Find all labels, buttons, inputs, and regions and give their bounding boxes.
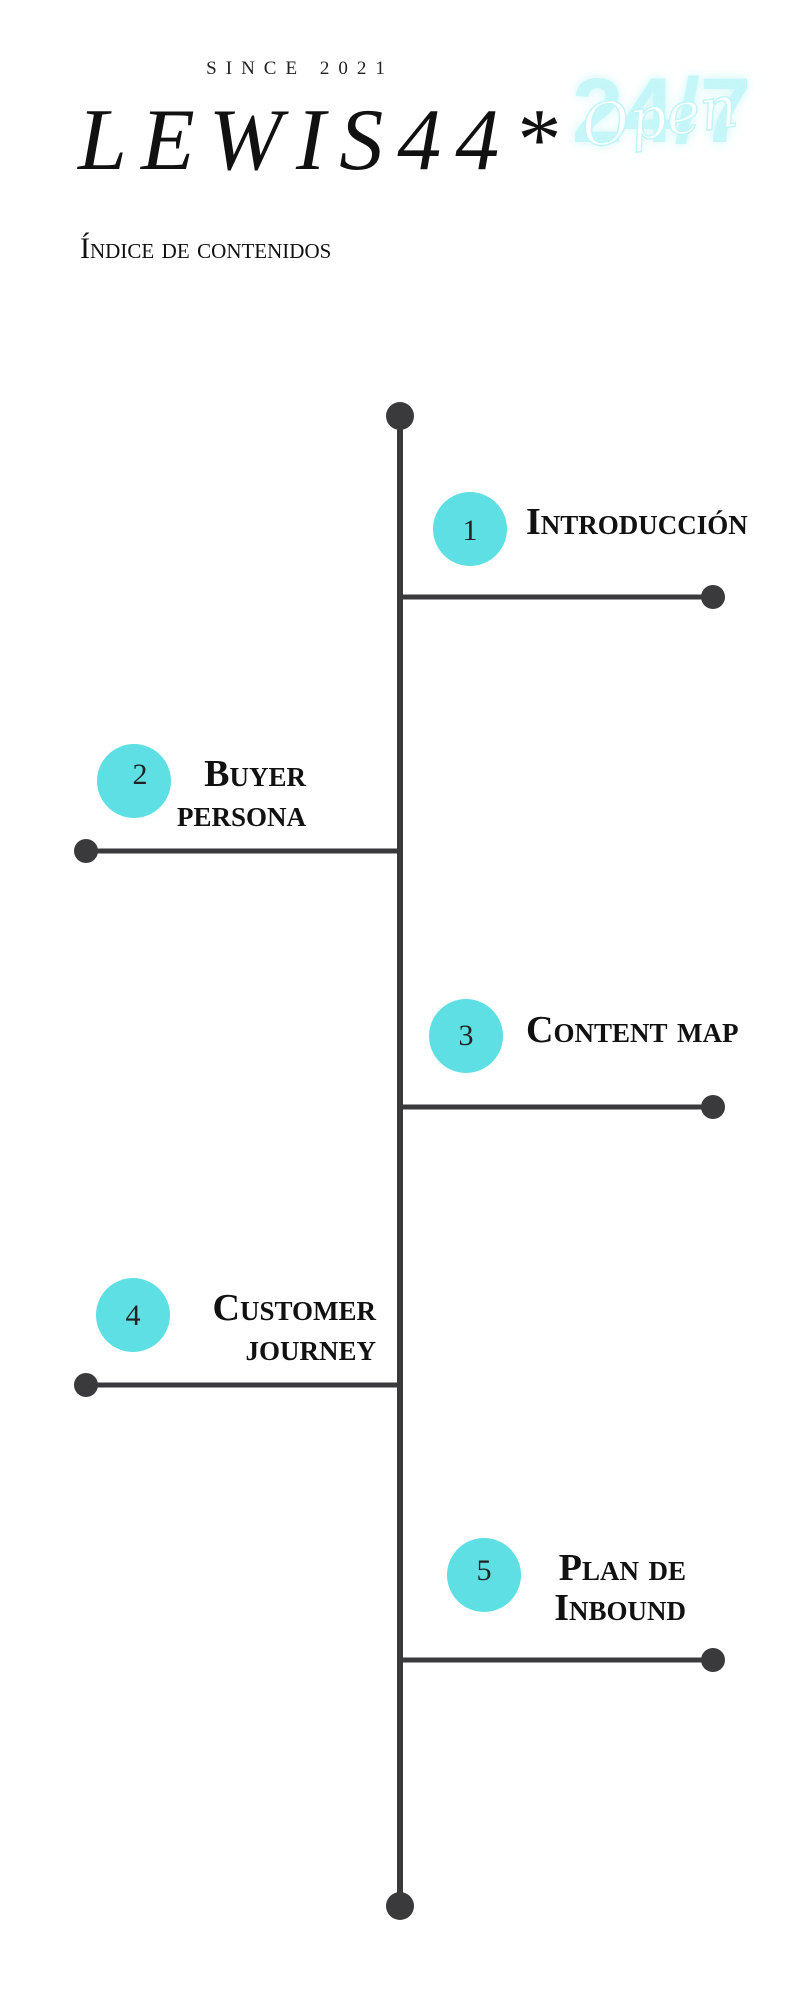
badge-5 <box>447 1538 521 1612</box>
brand-logo: LEWIS44* <box>78 92 572 189</box>
branch-2-dot <box>74 839 98 863</box>
badge-4 <box>96 1278 170 1352</box>
toc-item-4-line2: journey <box>245 1327 376 1369</box>
toc-item-4-line1: Customer <box>212 1287 376 1329</box>
neon-open-sign-icon: 24/7 Open <box>572 60 751 162</box>
badge-1-number: 1 <box>463 514 478 547</box>
toc-item-3-line1: Content map <box>526 1009 739 1051</box>
badge-5-number: 5 <box>477 1554 492 1587</box>
since-tagline: SINCE 2021 <box>206 58 394 79</box>
toc-item-5-line1: Plan de <box>558 1547 686 1589</box>
badge-1 <box>433 492 507 566</box>
svg-text:24/7: 24/7 <box>572 60 751 162</box>
timeline-top-dot <box>386 402 414 430</box>
badge-3-number: 3 <box>459 1019 474 1052</box>
toc-heading: Índice de contenidos <box>80 232 332 265</box>
toc-item-1-label: Introducción <box>526 502 748 542</box>
badge-2-number: 2 <box>133 758 148 791</box>
toc-item-5-line2: Inbound <box>554 1587 686 1629</box>
toc-item-2-label: Buyer persona <box>160 754 306 834</box>
toc-item-3-label: Content map <box>526 1010 738 1050</box>
timeline-bottom-dot <box>386 1892 414 1920</box>
branch-1-dot <box>701 585 725 609</box>
toc-item-2-line1: Buyer <box>204 753 306 795</box>
toc-item-1-line1: Introducción <box>526 501 748 543</box>
toc-item-2-line2: persona <box>176 793 306 835</box>
badge-4-number: 4 <box>126 1299 141 1332</box>
toc-item-4-label: Customer journey <box>176 1288 376 1368</box>
badge-3 <box>429 999 503 1073</box>
branch-3-dot <box>701 1095 725 1119</box>
toc-item-5-label: Plan de Inbound <box>526 1548 686 1628</box>
branch-4-dot <box>74 1373 98 1397</box>
branch-5-dot <box>701 1648 725 1672</box>
badge-2 <box>97 744 171 818</box>
